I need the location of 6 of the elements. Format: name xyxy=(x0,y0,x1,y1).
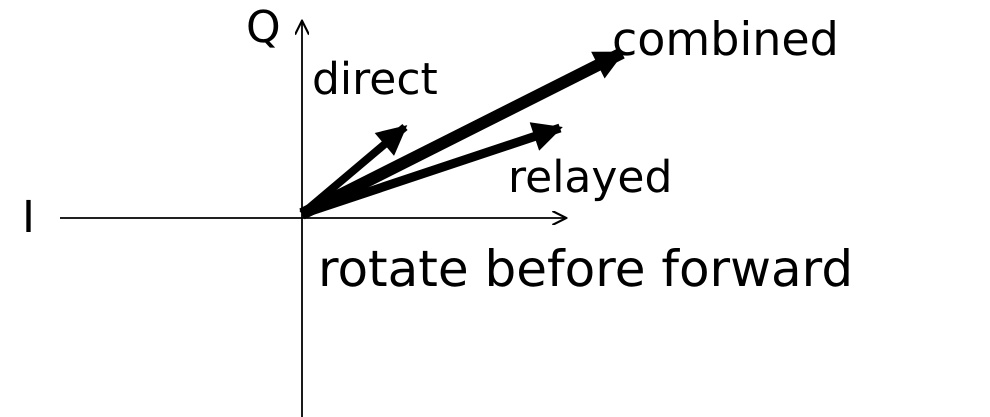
axis-label: I xyxy=(22,196,35,240)
vector-label: relayed xyxy=(508,156,672,200)
vector-label: direct xyxy=(312,58,438,102)
annotation-text: rotate before forward xyxy=(318,244,854,294)
vector-label: combined xyxy=(612,16,839,62)
axis-label: Q xyxy=(246,6,281,50)
